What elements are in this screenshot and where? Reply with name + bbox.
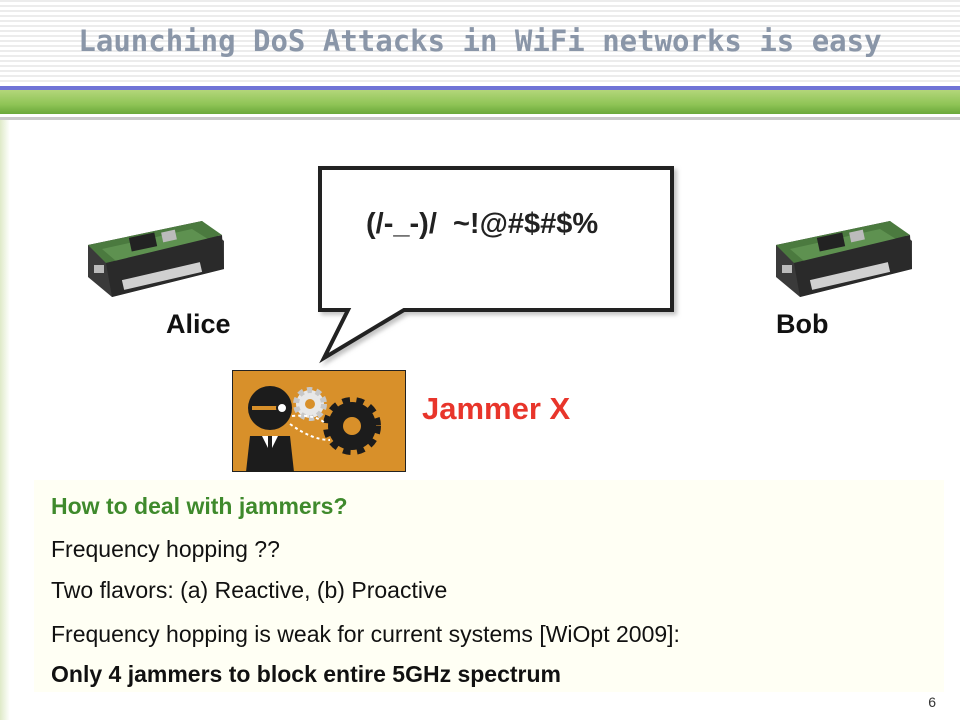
slide-header bbox=[0, 0, 960, 82]
body-line-emphasis: Only 4 jammers to block entire 5GHz spec… bbox=[51, 661, 561, 687]
jammer-icon bbox=[232, 370, 406, 472]
alice-label: Alice bbox=[166, 309, 231, 339]
alice-device-icon bbox=[88, 221, 224, 297]
header-rule-blue bbox=[0, 86, 960, 90]
bob-device-icon bbox=[776, 221, 912, 297]
bob-label: Bob bbox=[776, 309, 829, 339]
slide-title: Launching DoS Attacks in WiFi networks i… bbox=[78, 24, 882, 58]
body-line: Two flavors: (a) Reactive, (b) Proactive bbox=[51, 577, 448, 603]
page-number: 6 bbox=[928, 694, 936, 710]
speech-bubble bbox=[318, 166, 674, 364]
header-rule-white bbox=[0, 114, 960, 117]
jammer-label: Jammer X bbox=[422, 391, 571, 426]
body-text-box bbox=[34, 480, 944, 692]
body-heading: How to deal with jammers? bbox=[51, 493, 348, 519]
left-edge-decoration bbox=[0, 120, 10, 720]
header-rule-grey bbox=[0, 117, 960, 120]
bubble-text: (/-_-)/ ~!@#$#$% bbox=[366, 208, 599, 240]
body-line: Frequency hopping is weak for current sy… bbox=[51, 621, 680, 647]
body-line: Frequency hopping ?? bbox=[51, 536, 280, 562]
header-rule-green bbox=[0, 90, 960, 114]
